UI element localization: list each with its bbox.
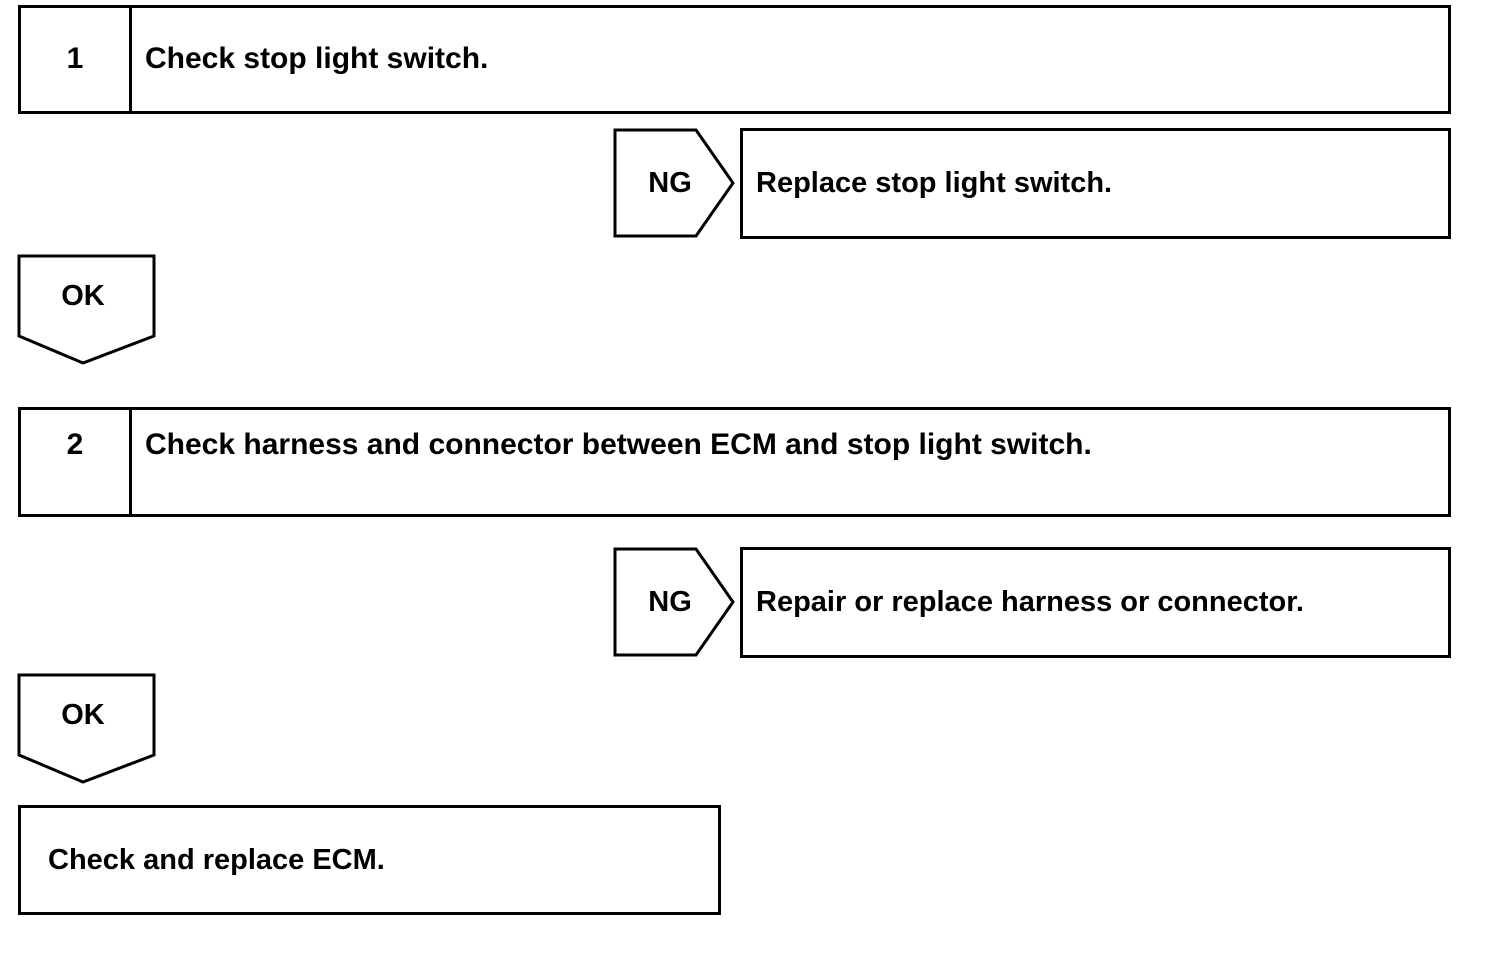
ng-2-action-box	[740, 547, 1451, 658]
ng-1-action-box	[740, 128, 1451, 239]
step-1-divider	[129, 5, 132, 114]
ok-2-arrow	[17, 673, 156, 784]
ok-2-label: OK	[61, 699, 105, 731]
ng-2-arrow	[613, 547, 735, 657]
step-2-number: 2	[66, 428, 84, 461]
final-action-text: Check and replace ECM.	[48, 844, 385, 876]
final-action-box	[18, 805, 721, 915]
ok-1-label: OK	[61, 280, 105, 312]
step-2-box	[18, 407, 1451, 517]
ng-1-action-text: Replace stop light switch.	[756, 167, 1113, 199]
step-1-text: Check stop light switch.	[145, 42, 489, 75]
ng-1-arrow	[613, 128, 735, 238]
step-2-divider	[129, 407, 132, 517]
ng-2-action-text: Repair or replace harness or connector.	[756, 586, 1304, 618]
step-1-box	[18, 5, 1451, 114]
step-1-number: 1	[66, 42, 84, 75]
step-2-text: Check harness and connector between ECM …	[145, 428, 1092, 461]
ng-2-label: NG	[648, 586, 692, 618]
ng-1-label: NG	[648, 167, 692, 199]
ok-1-arrow	[17, 254, 156, 365]
